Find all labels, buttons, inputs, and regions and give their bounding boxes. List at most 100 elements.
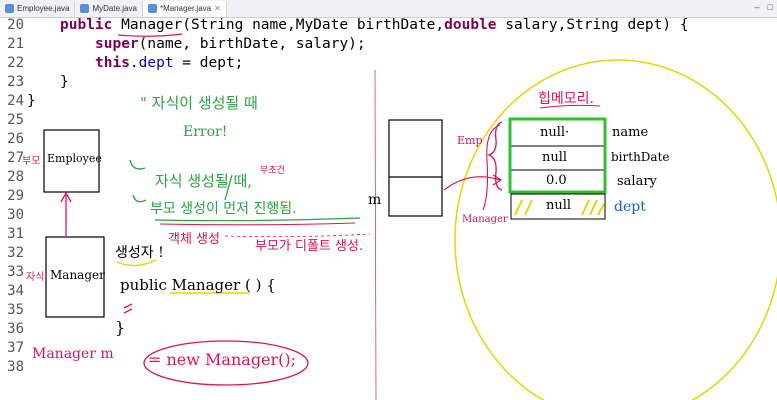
code-text: (String name,MyDate birthDate, bbox=[182, 17, 445, 33]
underline-stroke bbox=[539, 104, 601, 109]
check-stroke bbox=[129, 159, 146, 170]
cell-dept-value: null bbox=[546, 198, 572, 213]
tab-mydate-java[interactable]: MyDate.java bbox=[75, 0, 143, 17]
line-number: 38 bbox=[7, 359, 24, 375]
tab-employee-java[interactable]: Employee.java bbox=[0, 0, 76, 17]
hatch-stroke bbox=[514, 199, 605, 216]
field-salary-label: salary bbox=[617, 174, 657, 189]
code-line-22[interactable]: this.dept = dept; bbox=[95, 55, 243, 71]
code-line-20[interactable]: public Manager(String name,MyDate birthD… bbox=[60, 17, 689, 33]
line-number: 21 bbox=[7, 36, 24, 52]
code-text: = dept; bbox=[173, 55, 244, 71]
note-unconditionally: 무조건 bbox=[260, 166, 285, 176]
note-error: Error! bbox=[183, 124, 228, 140]
brace-stroke bbox=[482, 124, 501, 211]
note-parent-first: 부모 생성이 먼저 진행됨. bbox=[150, 201, 297, 217]
reference-arrow bbox=[443, 176, 501, 191]
keyword: super bbox=[95, 36, 139, 52]
note-new-left: Manager m bbox=[32, 346, 114, 362]
line-number: 29 bbox=[7, 188, 24, 204]
note-child-created-2: 자식 생성될 때, bbox=[155, 172, 253, 190]
line-number: 28 bbox=[7, 169, 24, 185]
close-tab-icon[interactable]: ✕ bbox=[214, 4, 221, 13]
parent-area-highlight bbox=[508, 117, 607, 194]
brace-stroke bbox=[487, 121, 503, 191]
parent-mark: 부모 bbox=[22, 156, 41, 167]
emphasis-ellipse bbox=[143, 340, 309, 386]
emp-label: Emp bbox=[457, 134, 483, 147]
line-number: 33 bbox=[7, 264, 24, 280]
line-number: 23 bbox=[7, 74, 24, 90]
minimize-icon[interactable]: – bbox=[754, 2, 760, 12]
manager-heap-label: Manager bbox=[462, 214, 508, 225]
field-dept-label: dept bbox=[614, 199, 646, 215]
window-controls: – □ bbox=[755, 2, 773, 12]
line-number: 26 bbox=[7, 131, 24, 147]
underline-stroke bbox=[116, 259, 157, 267]
keyword: public bbox=[60, 17, 113, 33]
dashed-line bbox=[224, 233, 371, 238]
line-number-gutter: 20 21 22 23 24 25 26 27 28 29 30 31 32 3… bbox=[0, 17, 27, 400]
cell-salary-value: 0.0 bbox=[546, 173, 567, 188]
heap-ellipse bbox=[454, 59, 777, 400]
field-name-label: name bbox=[612, 125, 649, 140]
manager-box bbox=[45, 236, 105, 318]
code-line-24[interactable]: } bbox=[27, 93, 36, 109]
tab-manager-java[interactable]: *Manager.java ✕ bbox=[142, 0, 227, 17]
line-number: 36 bbox=[7, 321, 24, 337]
underline-stroke bbox=[159, 222, 356, 226]
field-name: dept bbox=[138, 55, 174, 71]
stack-box bbox=[388, 119, 443, 217]
child-mark: 자식 bbox=[26, 272, 45, 283]
note-constructor: 생성자 ! bbox=[115, 245, 164, 261]
line-number: 34 bbox=[7, 283, 24, 299]
keyword: double bbox=[444, 17, 497, 33]
note-new-right: = new Manager(); bbox=[148, 350, 297, 369]
java-file-icon bbox=[147, 4, 157, 13]
divider-line bbox=[374, 69, 377, 400]
line-number: 32 bbox=[7, 245, 24, 261]
note-default-ctor: 부모가 디폴트 생성. bbox=[255, 239, 364, 254]
cell-name-value: null· bbox=[540, 125, 570, 140]
line-number: 27 bbox=[7, 150, 24, 166]
editor-tab-bar: Employee.java MyDate.java *Manager.java … bbox=[0, 0, 777, 18]
line-number: 35 bbox=[7, 302, 24, 318]
code-line-23[interactable]: } bbox=[60, 74, 69, 90]
line-number: 30 bbox=[7, 207, 24, 223]
line-number: 22 bbox=[7, 55, 24, 71]
arrow-stroke bbox=[224, 174, 233, 201]
check-stroke bbox=[132, 194, 147, 203]
field-birthdate-label: birthDate bbox=[611, 150, 670, 164]
code-text: salary,String dept) { bbox=[496, 17, 689, 33]
constructor-name: Manager bbox=[121, 17, 183, 33]
note-child-created: " 자식이 생성될 때 bbox=[140, 94, 258, 112]
java-file-icon bbox=[5, 4, 14, 13]
line-number: 31 bbox=[7, 226, 24, 242]
keyword: this bbox=[95, 55, 130, 71]
maximize-icon[interactable]: □ bbox=[767, 2, 773, 12]
line-number: 20 bbox=[7, 17, 24, 33]
tab-label: MyDate.java bbox=[92, 4, 137, 13]
cell-dividers bbox=[511, 145, 605, 195]
employee-box bbox=[43, 129, 100, 193]
mark-stroke bbox=[123, 303, 133, 309]
cell-birth-value: null bbox=[542, 150, 568, 165]
tab-label: *Manager.java bbox=[159, 4, 212, 13]
java-file-icon bbox=[80, 4, 90, 13]
line-number: 25 bbox=[7, 112, 24, 128]
mark-stroke bbox=[123, 308, 133, 314]
note-public-manager: public Manager ( ) { bbox=[120, 276, 276, 294]
underline-stroke bbox=[154, 217, 361, 222]
line-number: 37 bbox=[7, 340, 24, 356]
code-text: . bbox=[129, 55, 139, 71]
line-number: 24 bbox=[7, 93, 24, 109]
note-brace: } bbox=[115, 318, 126, 337]
stack-var-m: m bbox=[368, 192, 382, 208]
arrow-head bbox=[492, 174, 503, 186]
code-line-21[interactable]: super(name, birthDate, salary); bbox=[95, 36, 366, 52]
note-object-created: 객체 생성 bbox=[168, 232, 220, 247]
employee-box-label: Employee bbox=[47, 152, 102, 165]
heap-title: 힙메모리. bbox=[538, 91, 594, 107]
tab-label: Employee.java bbox=[17, 4, 70, 13]
